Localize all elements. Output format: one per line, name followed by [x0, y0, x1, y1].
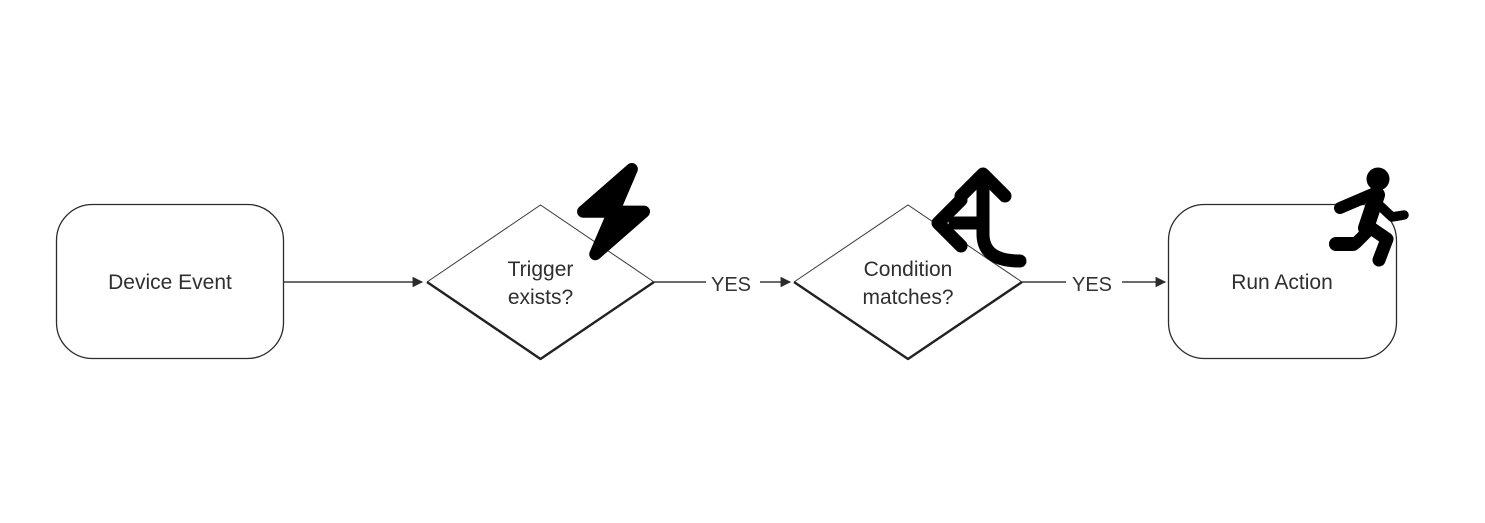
condition-matches-bottom-edges [793, 281, 1023, 361]
trigger-exists-bottom-edges [426, 281, 655, 361]
condition-matches-label-line2: matches? [862, 286, 953, 309]
trigger-exists-label-line1: Trigger [508, 258, 574, 281]
edge-trigger-to-condition: YES [654, 274, 792, 296]
edge-label-yes-1: YES [711, 274, 751, 296]
trigger-exists-label-line2: exists? [508, 286, 573, 309]
condition-matches-top-edges [793, 204, 1023, 283]
lightning-bolt-icon [577, 162, 651, 261]
split-arrows-icon [931, 167, 1027, 268]
node-device-event: Device Event [55, 203, 285, 360]
edge-condition-to-run-action: YES [1022, 274, 1167, 296]
trigger-exists-top-edges [426, 204, 655, 283]
run-action-label: Run Action [1231, 271, 1333, 294]
condition-matches-label-line1: Condition [864, 258, 953, 281]
edge-label-yes-2: YES [1072, 274, 1112, 296]
person-running-icon [1329, 167, 1409, 267]
device-event-label: Device Event [108, 271, 232, 294]
